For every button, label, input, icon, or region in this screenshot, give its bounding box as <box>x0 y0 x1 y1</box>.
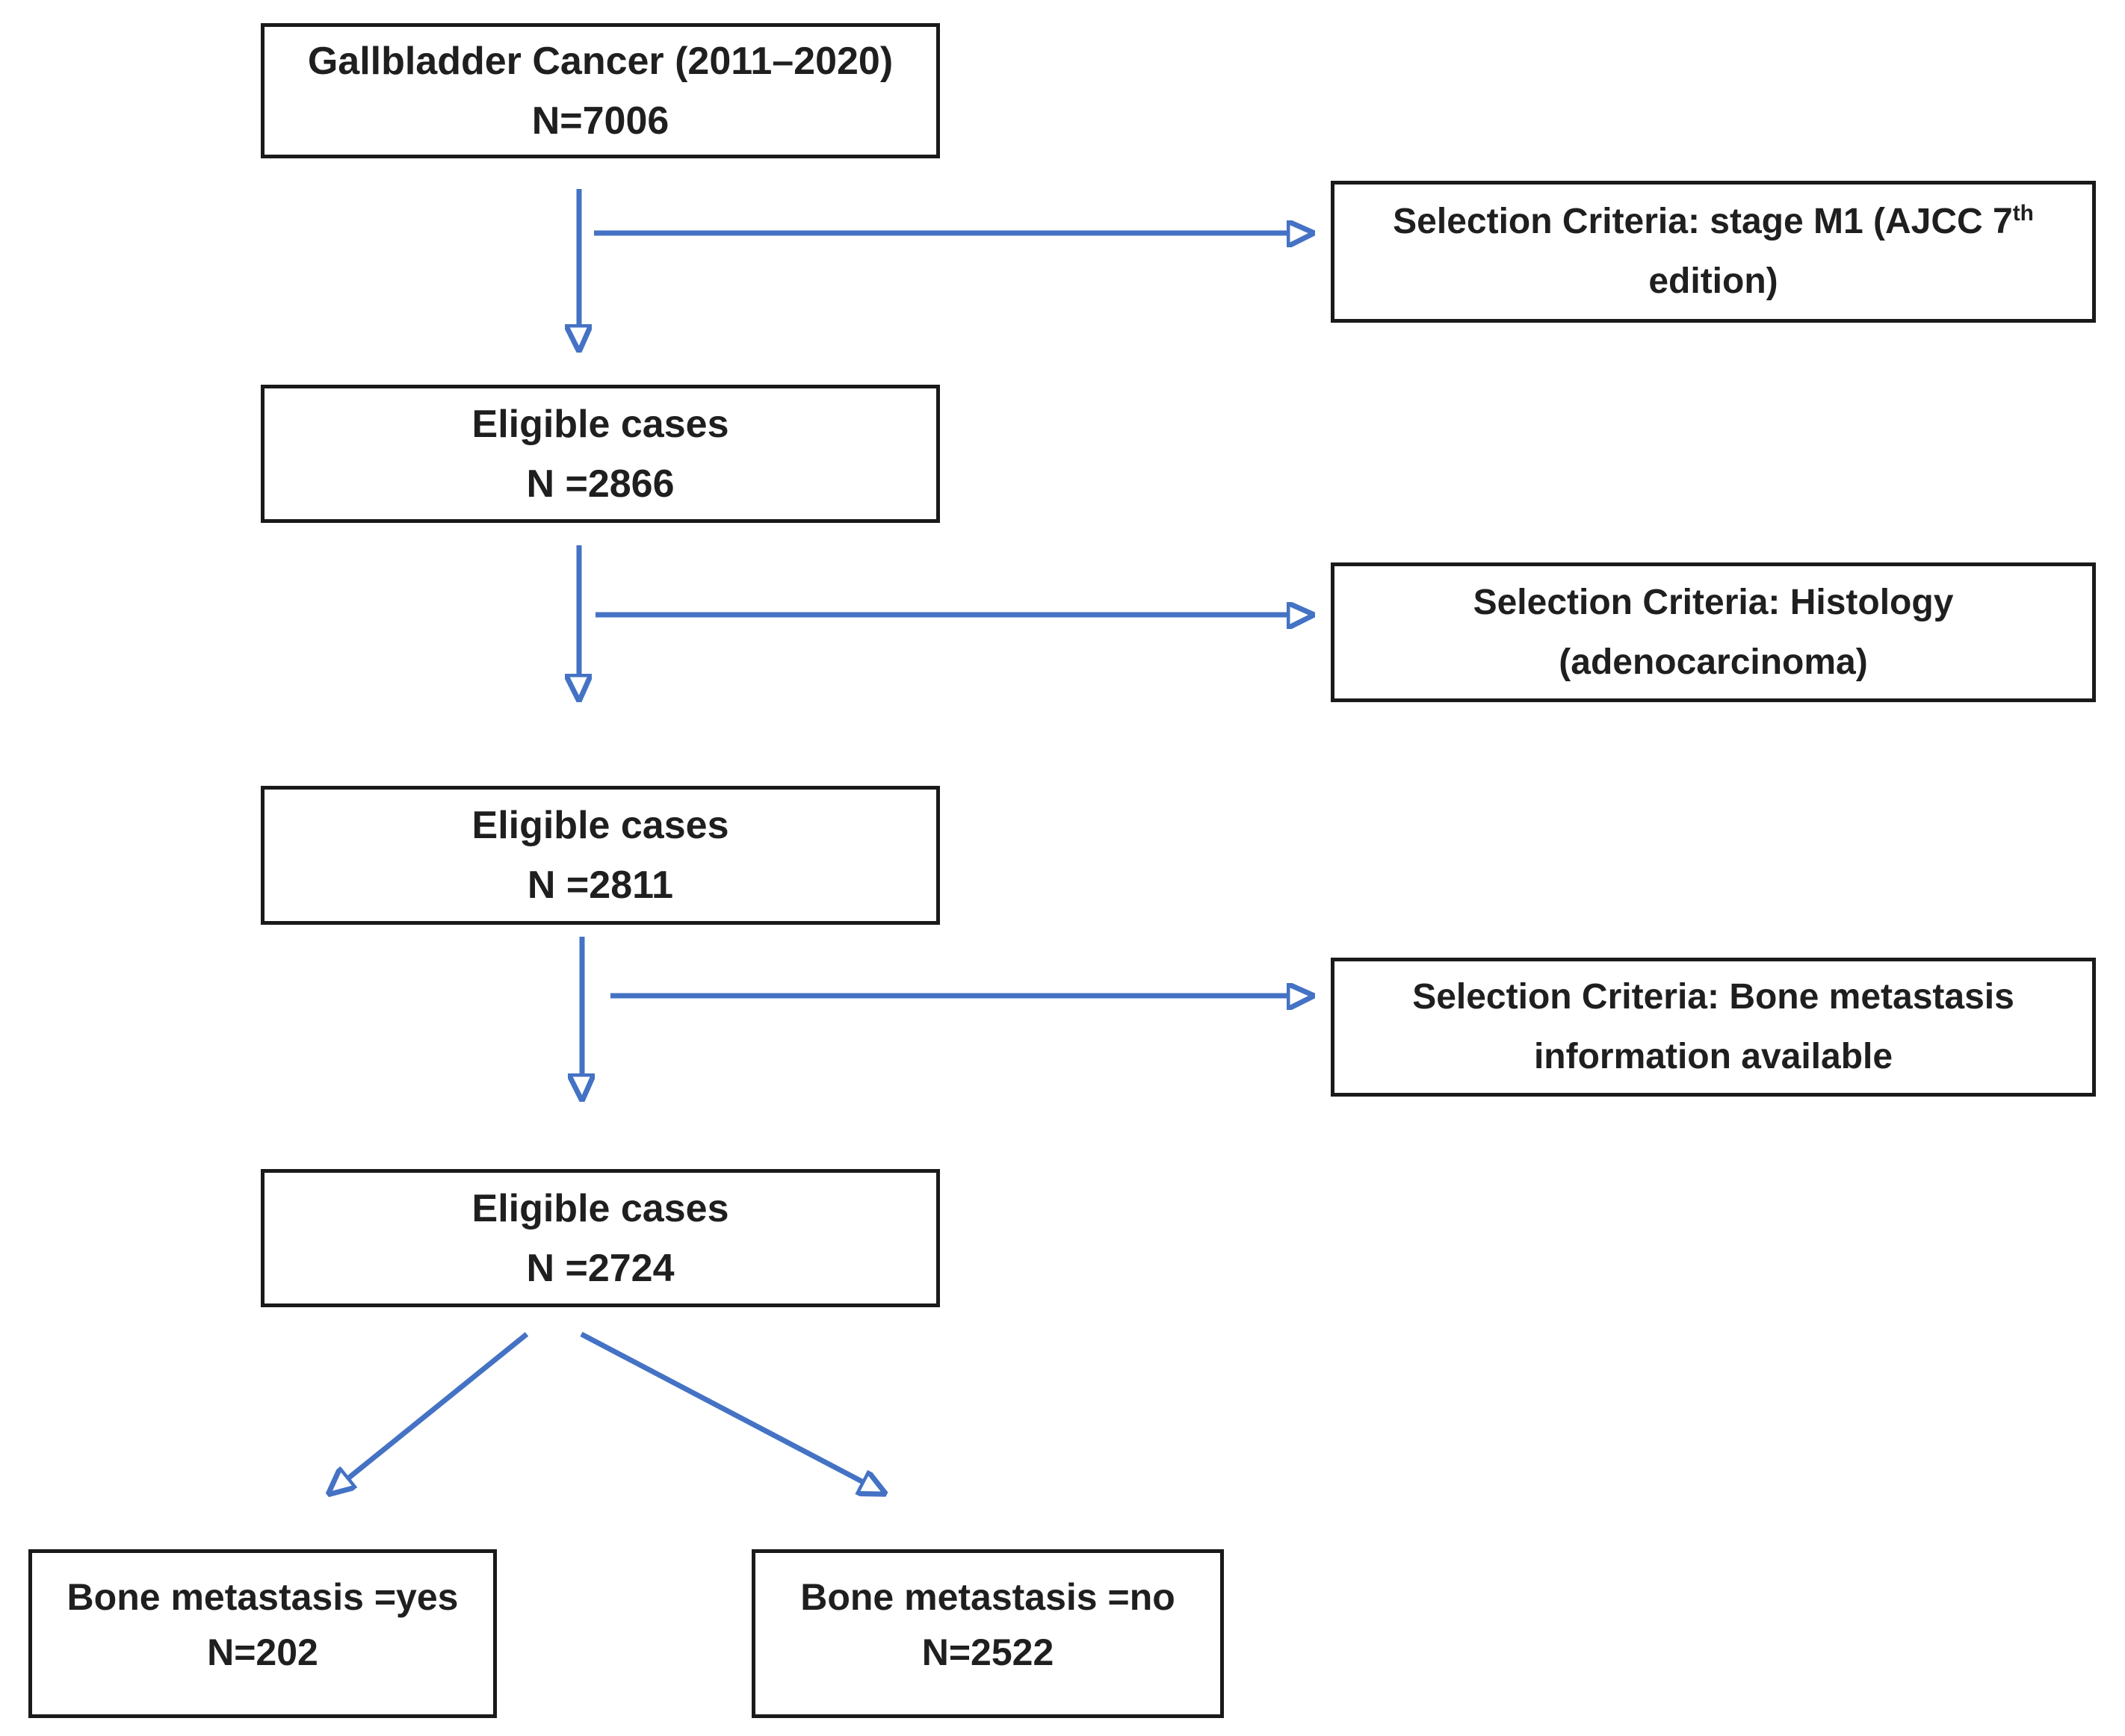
box-gallbladder-cancer-count: N=7006 <box>531 99 669 143</box>
box-bone-metastasis-no-title: Bone metastasis =no <box>800 1576 1175 1618</box>
box-bone-metastasis-no: Bone metastasis =no N=2522 <box>752 1549 1224 1718</box>
box-eligible-cases-2724: Eligible cases N =2724 <box>261 1169 940 1307</box>
arrow-diagonal-left <box>348 1332 529 1478</box>
box-criteria-bone-metastasis: Selection Criteria: Bone metastasis info… <box>1331 958 2096 1097</box>
box-criteria-stage-m1-line2: edition) <box>1648 261 1778 301</box>
box-eligible-cases-2811-count: N =2811 <box>527 864 674 907</box>
box-criteria-stage-m1: Selection Criteria: stage M1 (AJCC 7th e… <box>1331 181 2096 323</box>
box-eligible-cases-2811-title: Eligible cases <box>471 804 729 847</box>
box-bone-metastasis-yes-count: N=202 <box>207 1631 318 1673</box>
box-eligible-cases-2724-title: Eligible cases <box>471 1186 729 1230</box>
box-bone-metastasis-yes-title: Bone metastasis =yes <box>66 1576 459 1618</box>
arrow-diagonal-right <box>580 1331 863 1482</box>
box-eligible-cases-2866-title: Eligible cases <box>471 402 729 446</box>
box-gallbladder-cancer-title: Gallbladder Cancer (2011–2020) <box>307 39 894 83</box>
box-criteria-histology-line1: Selection Criteria: Histology <box>1473 582 1954 622</box>
box-eligible-cases-2866-count: N =2866 <box>526 462 675 506</box>
box-criteria-stage-m1-line1: Selection Criteria: stage M1 (AJCC 7th <box>1393 192 2034 252</box>
box-gallbladder-cancer: Gallbladder Cancer (2011–2020) N=7006 <box>261 23 940 158</box>
box-eligible-cases-2866: Eligible cases N =2866 <box>261 385 940 523</box>
criteria-stage-m1-text: Selection Criteria: stage M1 (AJCC 7 <box>1393 202 2013 241</box>
box-eligible-cases-2724-count: N =2724 <box>526 1246 675 1290</box>
box-criteria-histology-line2: (adenocarcinoma) <box>1559 642 1868 682</box>
box-criteria-bone-metastasis-line1: Selection Criteria: Bone metastasis <box>1412 977 2014 1017</box>
criteria-stage-m1-superscript: th <box>2012 201 2034 226</box>
box-criteria-histology: Selection Criteria: Histology (adenocarc… <box>1331 562 2096 702</box>
box-criteria-bone-metastasis-line2: information available <box>1533 1037 1893 1076</box>
box-bone-metastasis-yes: Bone metastasis =yes N=202 <box>28 1549 497 1718</box>
box-eligible-cases-2811: Eligible cases N =2811 <box>261 786 940 925</box>
box-bone-metastasis-no-count: N=2522 <box>921 1631 1054 1673</box>
